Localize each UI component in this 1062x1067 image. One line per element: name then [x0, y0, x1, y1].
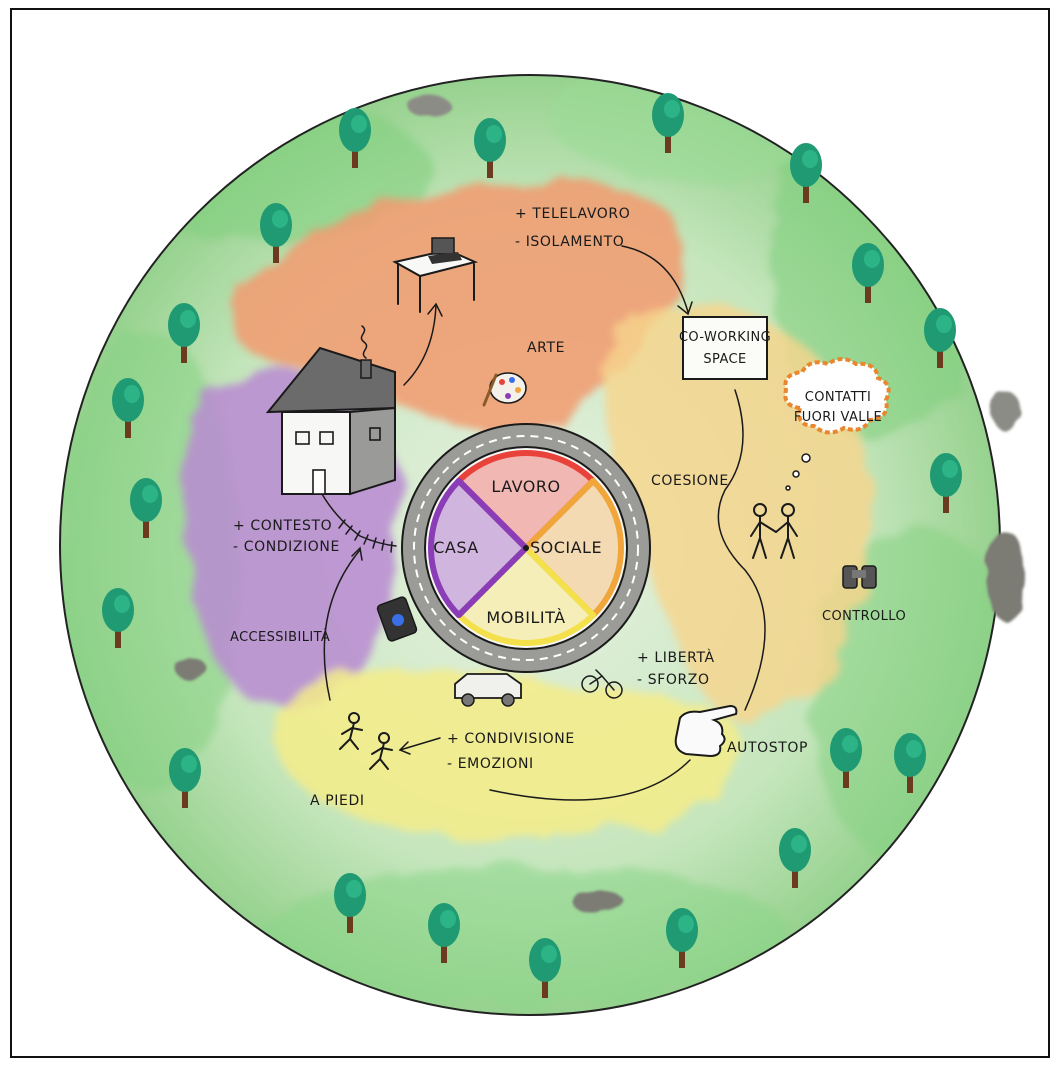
tree — [334, 873, 366, 933]
tree — [930, 453, 962, 513]
tree — [666, 908, 698, 968]
arrowhead — [351, 546, 363, 561]
rock — [572, 891, 624, 913]
flow-arrows — [323, 245, 766, 801]
a-piedi-label: A PIEDI — [310, 793, 365, 809]
isolamento-label: - ISOLAMENTO — [515, 234, 624, 250]
pie-label-lavoro: LAVORO — [491, 477, 560, 496]
tree — [102, 588, 134, 648]
pie-segment-mobilita — [455, 545, 597, 646]
pie-segment-lavoro — [455, 450, 597, 551]
tree — [130, 478, 162, 538]
tree — [474, 118, 506, 178]
rock — [991, 390, 1019, 430]
controllo-label: CONTROLLO — [822, 609, 906, 624]
accessibilita-label: ACCESSIBILITÀ — [230, 629, 330, 645]
arrow-walkers-to-house — [323, 549, 361, 701]
rock — [985, 530, 1025, 620]
arrowhead — [398, 741, 411, 755]
pie-label-casa: CASA — [433, 538, 479, 557]
tree — [924, 308, 956, 368]
telelavoro-label: + TELELAVORO — [515, 206, 630, 222]
arrow-to-walkers — [399, 737, 441, 751]
sforzo-label: - SFORZO — [637, 672, 710, 688]
car-icon — [454, 673, 522, 707]
thumb-hand-icon — [674, 704, 738, 758]
pie-label-sociale: SOCIALE — [530, 538, 602, 557]
pie-center — [523, 545, 529, 551]
arrow-isolamento-to-coworking — [621, 245, 689, 313]
coworking-label-line2: SPACE — [703, 352, 746, 367]
tree — [779, 828, 811, 888]
cohesion-line — [717, 389, 766, 711]
pie-segment-sociale — [523, 477, 624, 619]
tree — [830, 728, 862, 788]
desk-illustration — [392, 237, 479, 313]
tree — [652, 93, 684, 153]
binoculars-icon — [842, 565, 877, 589]
core-pie: LAVORO SOCIALE MOBILITÀ CASA — [428, 450, 624, 646]
arrow-house-to-desk — [403, 304, 437, 386]
pie-label-mobilita: MOBILITÀ — [486, 608, 565, 627]
pie-segment-casa — [428, 477, 529, 619]
tree — [260, 203, 292, 263]
tree — [894, 733, 926, 793]
tree — [339, 108, 371, 168]
emozioni-label: - EMOZIONI — [447, 756, 534, 772]
art-palette-icon — [482, 372, 527, 407]
tree — [169, 748, 201, 808]
tree — [428, 903, 460, 963]
walking-people-icon — [339, 712, 393, 770]
house-path-hatching — [321, 493, 397, 553]
bicycle-icon — [581, 669, 623, 699]
condizione-label: - CONDIZIONE — [233, 539, 340, 555]
thought-cloud: CONTATTI FUORI VALLE — [783, 357, 891, 491]
rock — [406, 95, 450, 115]
liberta-label: + LIBERTÀ — [637, 649, 715, 666]
tree — [112, 378, 144, 438]
arte-label: ARTE — [527, 340, 565, 356]
autostop-label: AUTOSTOP — [727, 740, 808, 756]
trees — [102, 93, 962, 998]
coworking-box: CO-WORKING SPACE — [679, 316, 771, 380]
contesto-label: + CONTESTO — [233, 518, 332, 534]
coesione-label: COESIONE — [651, 473, 729, 489]
coworking-label-line1: CO-WORKING — [679, 330, 771, 345]
arrow-to-autostop-loop — [489, 759, 691, 801]
labels: + TELELAVORO - ISOLAMENTO ARTE COESIONE … — [230, 206, 906, 809]
tree — [168, 303, 200, 363]
arrowhead — [427, 302, 443, 317]
contatti-label-line1: CONTATTI — [805, 390, 872, 405]
arrowhead — [677, 301, 693, 316]
tree — [790, 143, 822, 203]
tree — [529, 938, 561, 998]
two-people-icon — [750, 503, 798, 559]
house-illustration — [265, 325, 396, 496]
condivisione-label: + CONDIVISIONE — [447, 731, 575, 747]
contatti-label-line2: FUORI VALLE — [794, 410, 882, 425]
rock — [175, 656, 205, 680]
rocks — [175, 95, 1025, 913]
mobility-zone — [278, 670, 740, 838]
phone-icon — [376, 596, 418, 642]
tree — [852, 243, 884, 303]
